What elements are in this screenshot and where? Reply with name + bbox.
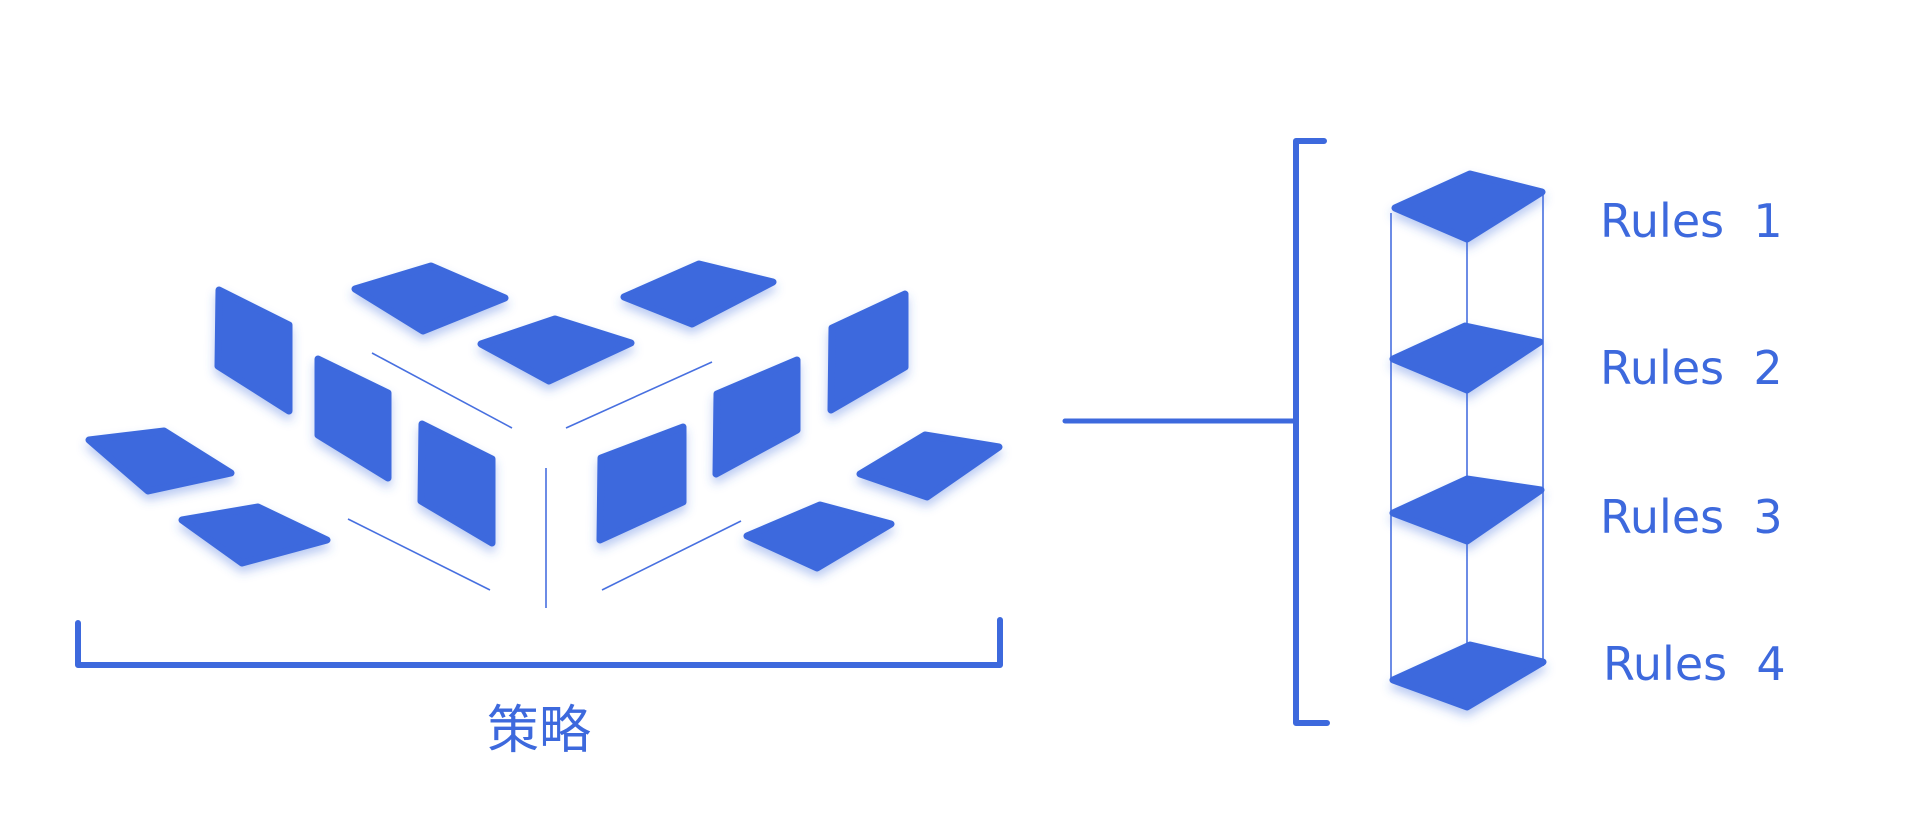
rule-tile-2 — [1389, 322, 1544, 394]
cube-floor-tile — [178, 503, 331, 567]
strategy-label: 策略 — [487, 701, 591, 761]
cube-left-tile — [214, 286, 293, 415]
rule-tile-4 — [1389, 641, 1547, 711]
cube-left-tile — [314, 355, 392, 482]
guide-line — [371, 352, 513, 429]
strategy-bracket — [75, 617, 1003, 668]
cube-right-tile — [827, 290, 909, 414]
cube-left-tile — [417, 420, 496, 547]
guide-line — [601, 520, 742, 591]
rules-stack — [1389, 170, 1547, 711]
rule-label-1: Rules 1 — [1600, 194, 1783, 248]
cube-top-tile — [477, 315, 635, 385]
cube-floor-tile — [743, 501, 895, 572]
cube-floor-tile — [856, 431, 1003, 501]
cube-right-tile — [712, 356, 801, 478]
rule-label-3: Rules 3 — [1600, 490, 1783, 544]
cube-right-tile — [596, 423, 687, 544]
rule-tile-1 — [1391, 170, 1546, 243]
guide-line — [565, 361, 713, 429]
cube-top-tile — [620, 260, 777, 328]
rules-bracket — [1293, 138, 1330, 726]
rule-label-2: Rules 2 — [1600, 341, 1783, 395]
exploded-cube — [85, 260, 1003, 608]
cube-floor-tile — [85, 427, 235, 495]
rule-label-4: Rules 4 — [1603, 637, 1786, 691]
cube-top-tile — [351, 262, 509, 335]
guide-line — [347, 518, 491, 591]
rule-tile-3 — [1389, 475, 1545, 545]
